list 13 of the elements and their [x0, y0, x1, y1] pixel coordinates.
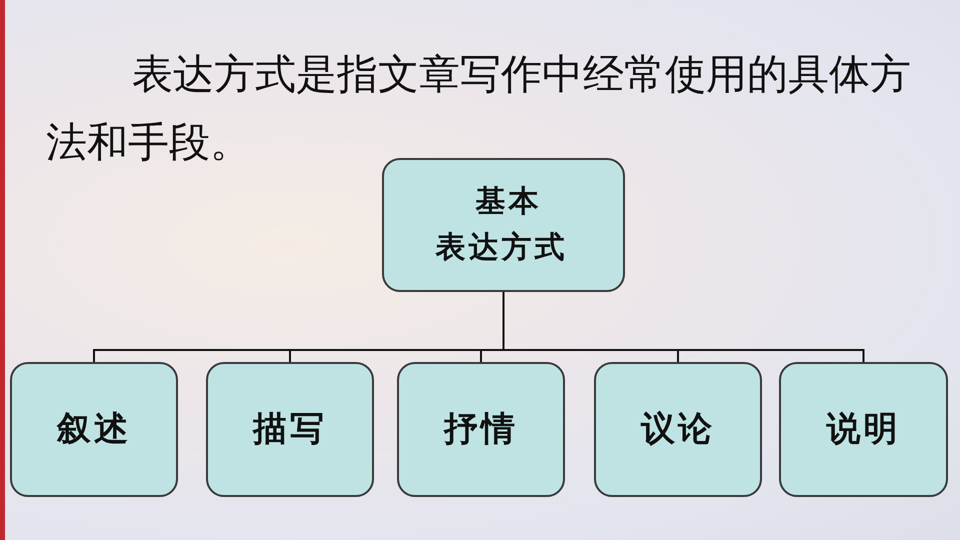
root-box [382, 158, 625, 292]
box-label: 描写 [253, 408, 327, 452]
box-label: 基本表达方式 [436, 182, 568, 267]
category-box [779, 362, 948, 497]
box-label: 抒情 [444, 408, 518, 452]
category-box [397, 362, 565, 497]
category-box [206, 362, 374, 497]
box-label: 叙述 [57, 408, 131, 452]
category-box [594, 362, 762, 497]
intro-paragraph: 表达方式是指文章写作中经常使用的具体方法和手段。 [46, 49, 912, 168]
category-box [10, 362, 178, 497]
box-label: 议论 [641, 408, 715, 452]
box-label: 说明 [826, 408, 900, 452]
